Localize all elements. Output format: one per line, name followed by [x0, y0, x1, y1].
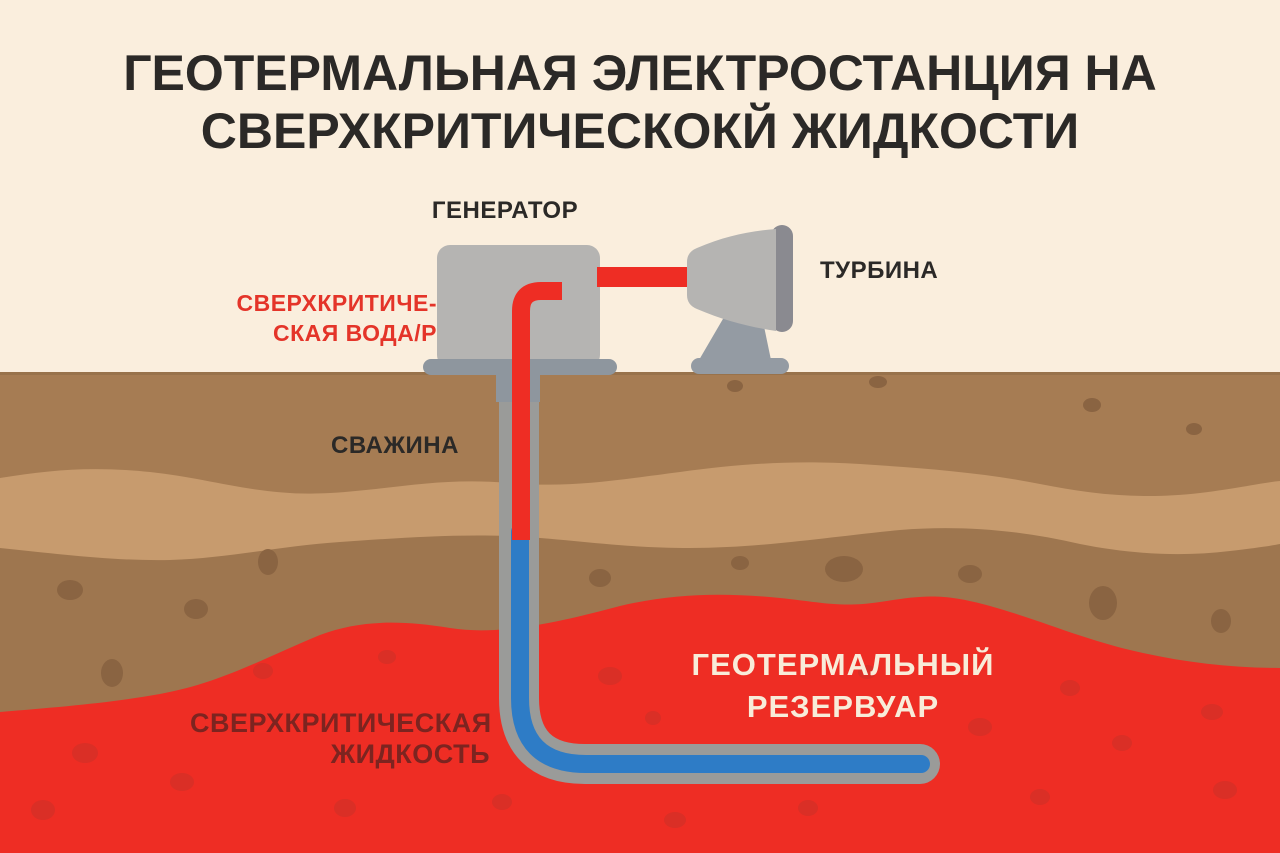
supercritical-fluid-label: СВЕРХКРИТИЧЕСКАЯ ЖИДКОСТЬ: [190, 708, 492, 770]
pipe-inner-blue: [511, 523, 930, 773]
reservoir-label-line1: ГЕОТЕРМАЛЬНЫЙ: [691, 647, 995, 682]
turbine-cap: [771, 225, 793, 332]
supercritical-water-label-line2: СКАЯ ВОДА/Р: [272, 320, 437, 346]
turbine-base: [691, 358, 789, 374]
turbine-label: ТУРБИНА: [820, 257, 939, 284]
reservoir-label: ГЕОТЕРМАЛЬНЫЙ РЕЗЕРВУАР: [643, 644, 1043, 728]
well-label: СВАЖИНА: [331, 432, 459, 459]
supercritical-water-label-line1: СВЕРХКРИТИЧЕ-: [236, 290, 437, 316]
reservoir-speckles: [31, 650, 1237, 828]
supercritical-fluid-label-line2: ЖИДКОСТЬ: [330, 739, 490, 769]
pipe-inner-red: [512, 282, 562, 540]
reservoir-label-line2: РЕЗЕРВУАР: [746, 689, 940, 724]
generator-label: ГЕНЕРАТОР: [431, 197, 579, 224]
supercritical-water-label: СВЕРХКРИТИЧЕ- СКАЯ ВОДА/Р: [180, 288, 437, 348]
supercritical-fluid-label-line1: СВЕРХКРИТИЧЕСКАЯ: [190, 708, 492, 738]
turbine-horn: [687, 229, 776, 331]
ground-surface-line: [0, 372, 1280, 375]
geothermal-reservoir-shape: [0, 594, 1280, 853]
page-title-line1: ГЕОТЕРМАЛЬНАЯ ЭЛЕКТРОСТАНЦИЯ НА: [123, 45, 1157, 101]
page-title-line2: СВЕРХКРИТИЧЕСКОКЙ ЖИДКОСТИ: [200, 103, 1080, 159]
page-title: ГЕОТЕРМАЛЬНАЯ ЭЛЕКТРОСТАНЦИЯ НА СВЕРХКРИ…: [0, 44, 1280, 160]
pipe-generator-to-turbine: [597, 267, 697, 287]
soil-speckles: [57, 376, 1231, 687]
